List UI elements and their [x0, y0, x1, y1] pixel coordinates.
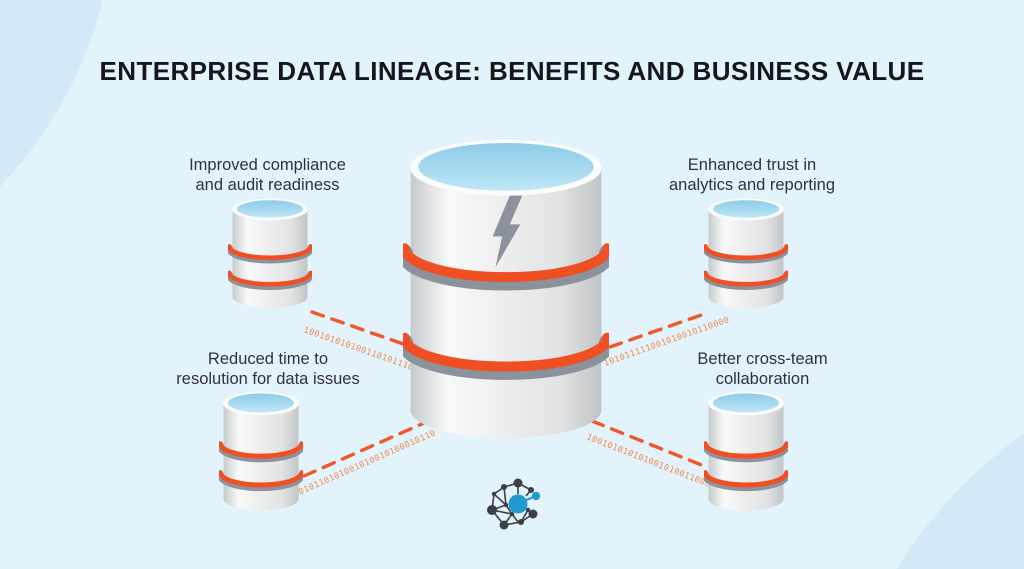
benefit-line: resolution for data issues: [176, 370, 360, 389]
database-icon-bottom-right: [704, 391, 788, 513]
network-logo-icon: [487, 478, 541, 530]
benefit-label-top-right: Enhanced trust in analytics and reportin…: [633, 155, 871, 195]
benefit-label-top-left: Improved compliance and audit readiness: [150, 155, 385, 195]
benefit-label-bottom-left: Reduced time to resolution for data issu…: [138, 349, 398, 389]
connection-line-bottom-left: [302, 417, 435, 478]
database-icon-bottom-left: [219, 391, 303, 513]
benefit-line: collaboration: [715, 370, 810, 389]
page-title: ENTERPRISE DATA LINEAGE: BENEFITS AND BU…: [99, 56, 925, 86]
benefit-line: and audit readiness: [195, 176, 340, 195]
benefit-label-bottom-right: Better cross-team collaboration: [645, 349, 880, 389]
benefit-line: analytics and reporting: [668, 176, 835, 195]
benefit-line: Improved compliance: [189, 156, 346, 174]
database-icon-top-right: [704, 198, 788, 310]
database-icon-top-left: [228, 198, 312, 310]
central-database-icon: [403, 139, 609, 439]
benefit-line: Better cross-team: [697, 350, 828, 368]
connection-line-top-left: [310, 310, 411, 348]
benefit-line: Reduced time to: [207, 350, 329, 368]
connection-line-bottom-right: [590, 419, 706, 468]
benefit-line: Enhanced trust in: [687, 156, 817, 174]
connection-line-top-right: [608, 311, 709, 349]
